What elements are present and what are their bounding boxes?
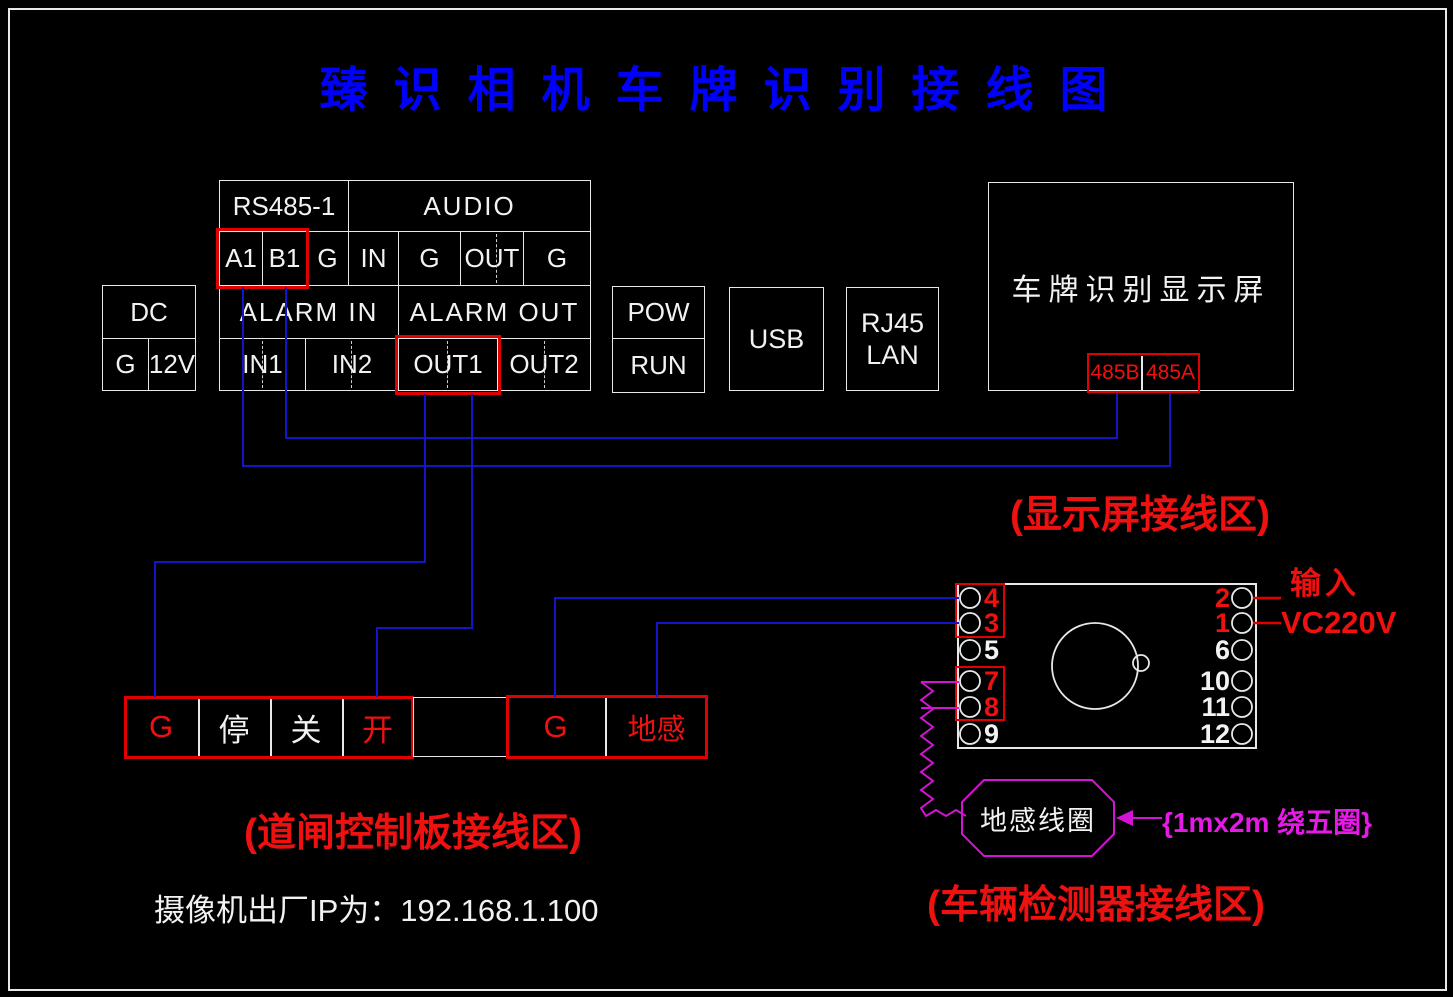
detector-pin-6: 6 bbox=[1214, 635, 1230, 665]
lan-label: LAN bbox=[866, 340, 919, 370]
barrier-divider bbox=[342, 699, 344, 756]
terminal-out1: OUT1 bbox=[398, 338, 498, 391]
terminal-divider-dashed bbox=[496, 234, 497, 283]
display-screen-box: 车牌识别显示屏 bbox=[988, 182, 1294, 391]
terminal-in2: IN2 bbox=[305, 338, 399, 391]
pin-hole bbox=[1231, 670, 1253, 692]
barrier-left-terminal-box bbox=[124, 696, 414, 759]
coil-twisted-wire bbox=[919, 681, 967, 818]
485-terminal-divider bbox=[1141, 356, 1143, 391]
display-485-terminal-box bbox=[1087, 353, 1200, 393]
pin-hole bbox=[959, 639, 981, 661]
pin-hole bbox=[959, 696, 981, 718]
barrier-divider bbox=[270, 699, 272, 756]
detector-pin-11: 11 bbox=[1201, 692, 1230, 722]
pin-hole bbox=[1231, 612, 1253, 634]
pin-hole bbox=[959, 612, 981, 634]
detector-socket-notch bbox=[1132, 654, 1150, 672]
barrier-zone-label: (道闸控制板接线区) bbox=[244, 812, 582, 855]
run-cell: RUN bbox=[612, 338, 705, 393]
pin-hole bbox=[1231, 723, 1253, 745]
barrier-cell-close: 关 bbox=[290, 712, 322, 748]
barrier-cell-g2: G bbox=[543, 708, 568, 744]
a1-b1-highlight-box bbox=[216, 228, 309, 289]
dc-12v-cell: 12V bbox=[148, 338, 196, 391]
loop-note-arrowhead bbox=[1116, 810, 1133, 826]
outer-border bbox=[8, 8, 1447, 991]
barrier-cell-g1: G bbox=[148, 709, 174, 744]
alarm-out-header-cell: ALARM OUT bbox=[398, 285, 591, 339]
pin-hole bbox=[959, 587, 981, 609]
pin-hole bbox=[1231, 587, 1253, 609]
detector-pin-5: 5 bbox=[984, 635, 1000, 665]
terminal-485a: 485A bbox=[1145, 361, 1196, 384]
detector-socket-circle bbox=[1051, 622, 1139, 710]
terminal-audio-in: IN bbox=[348, 231, 399, 286]
loop-spec-note: {1mx2m 绕五圈} bbox=[1162, 807, 1373, 838]
detector-pin-3: 3 bbox=[984, 608, 1000, 638]
dc-header-cell: DC bbox=[102, 285, 196, 339]
barrier-cell-loop: 地感 bbox=[627, 713, 686, 746]
terminal-485b: 485B bbox=[1090, 361, 1140, 384]
pin-hole bbox=[1231, 696, 1253, 718]
power-input-label: 输入 bbox=[1290, 566, 1360, 601]
usb-cell: USB bbox=[729, 287, 824, 391]
power-voltage-label: VC220V bbox=[1281, 605, 1397, 640]
detector-pin-9: 9 bbox=[984, 719, 1000, 749]
detector-zone-label: (车辆检测器接线区) bbox=[927, 884, 1265, 927]
pins-4-3-highlight-box bbox=[955, 583, 1005, 638]
barrier-divider bbox=[198, 699, 200, 756]
pin-hole bbox=[959, 723, 981, 745]
terminal-divider-dashed bbox=[351, 341, 352, 388]
wire-out1-to-barrier-g bbox=[154, 394, 426, 697]
wire-a1-to-485a bbox=[242, 287, 1171, 467]
pins-7-8-highlight-box bbox=[955, 666, 1005, 721]
barrier-divider bbox=[605, 698, 607, 756]
display-zone-label: (显示屏接线区) bbox=[1010, 494, 1270, 537]
camera-ip-note: 摄像机出厂IP为：192.168.1.100 bbox=[154, 893, 599, 928]
wire-b1-to-485b bbox=[285, 287, 1118, 439]
terminal-divider-dashed bbox=[544, 341, 545, 388]
pin-hole bbox=[1231, 639, 1253, 661]
barrier-right-terminal-box bbox=[506, 695, 708, 759]
wire-out1-to-barrier-open bbox=[376, 394, 473, 697]
terminal-divider-dashed bbox=[262, 341, 263, 388]
out1-highlight-box bbox=[395, 335, 501, 395]
ground-loop-label: 地感线圈 bbox=[980, 805, 1096, 836]
detector-pin-7: 7 bbox=[984, 666, 1000, 696]
pin-hole bbox=[959, 670, 981, 692]
page-title: 臻识相机车牌识别接线图 bbox=[319, 64, 1134, 117]
terminal-divider-dashed bbox=[447, 341, 448, 388]
detector-pin-1: 1 bbox=[1214, 608, 1230, 638]
detector-pin-4: 4 bbox=[984, 583, 1000, 613]
wire-pin3-to-barrier-loop bbox=[656, 622, 959, 697]
detector-pin-12: 12 bbox=[1199, 719, 1230, 749]
barrier-cell-open: 开 bbox=[362, 712, 393, 748]
detector-pin-8: 8 bbox=[984, 692, 1000, 722]
wire-pin4-to-barrier-g bbox=[554, 597, 959, 697]
detector-pin-10: 10 bbox=[1199, 666, 1230, 696]
rj45-label: RJ45 bbox=[860, 307, 925, 338]
ground-loop-octagon bbox=[961, 779, 1115, 857]
barrier-cell-stop: 停 bbox=[218, 712, 250, 748]
detector-pin-2: 2 bbox=[1214, 583, 1230, 613]
rj45-lan-cell: RJ45 LAN bbox=[846, 287, 939, 391]
audio-header-cell: AUDIO bbox=[348, 180, 591, 232]
